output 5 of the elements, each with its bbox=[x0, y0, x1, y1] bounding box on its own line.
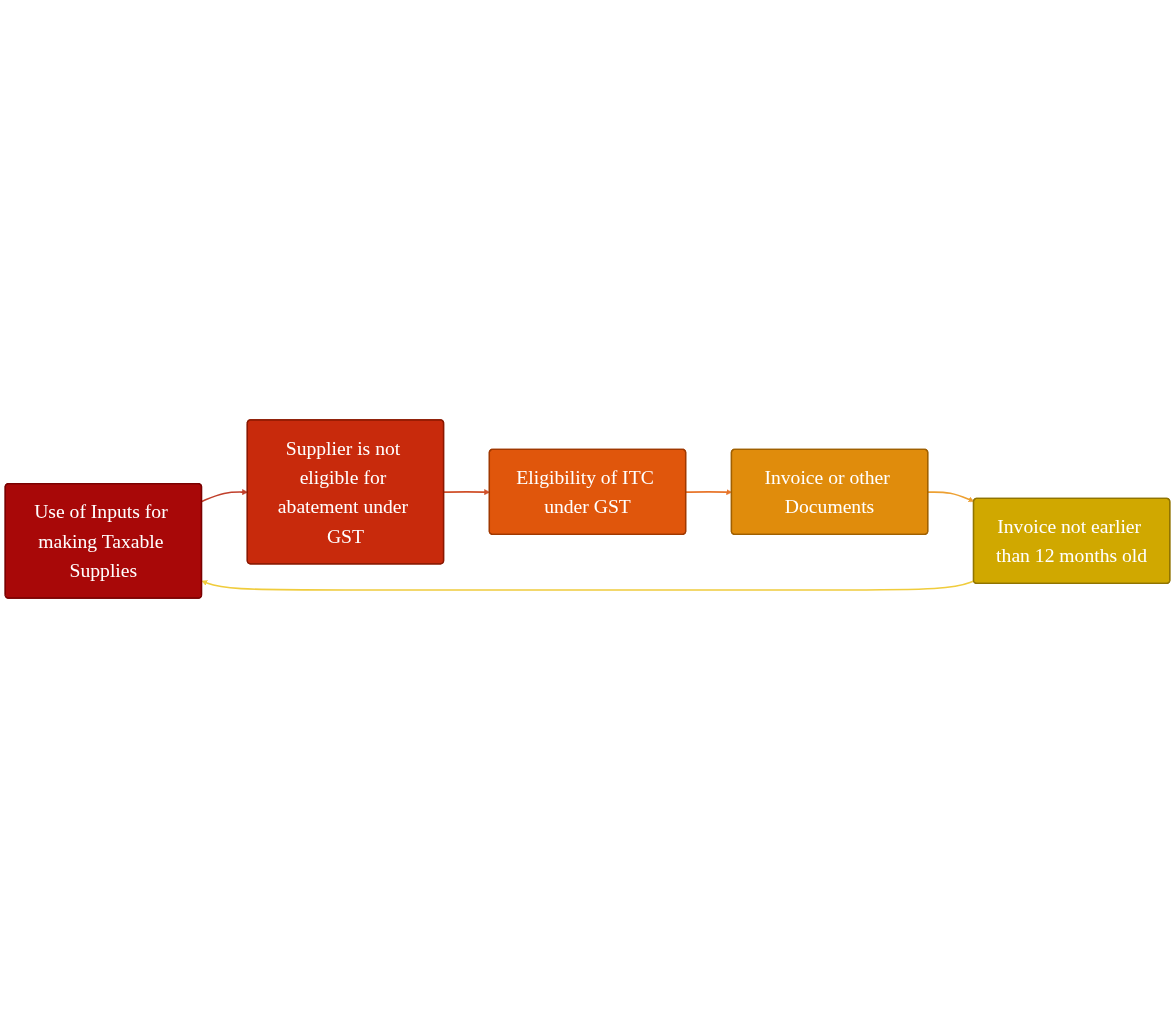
arrow bbox=[201, 580, 975, 591]
arrow bbox=[927, 491, 975, 503]
arrow bbox=[685, 489, 732, 495]
arrow bbox=[201, 489, 248, 503]
arrow bbox=[443, 489, 490, 495]
